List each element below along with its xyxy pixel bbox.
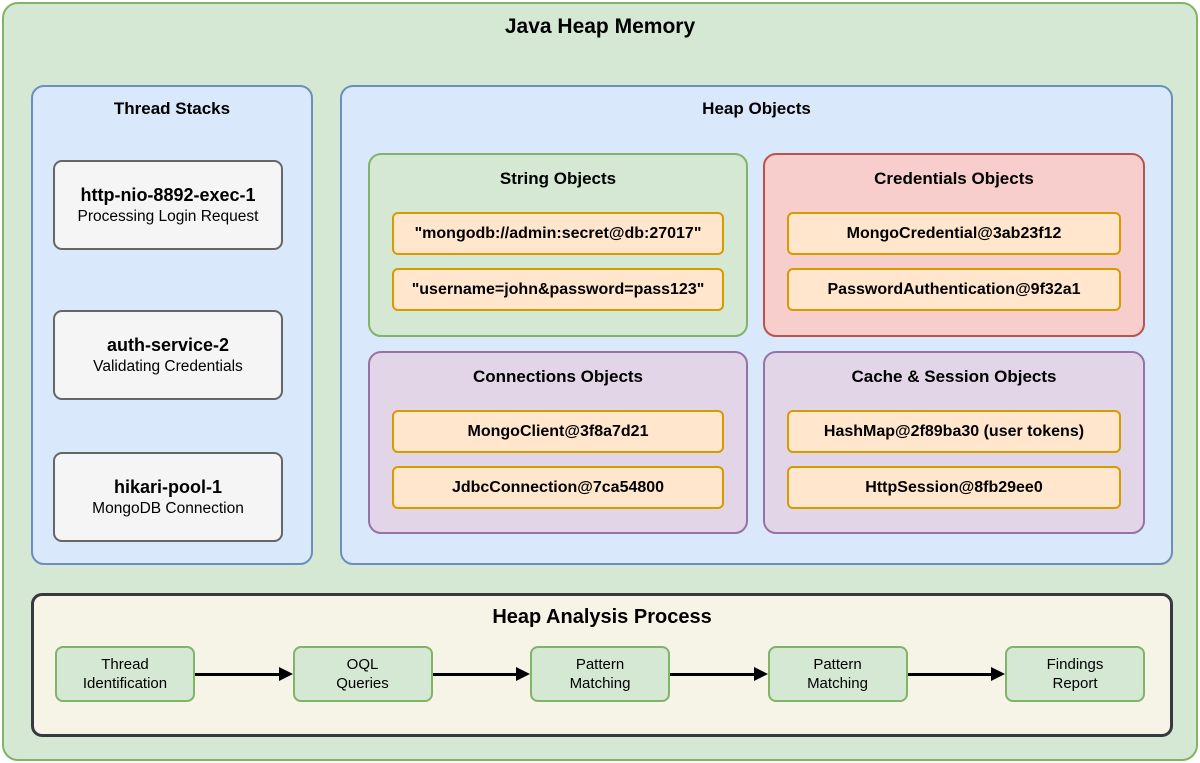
flow-arrow-icon (907, 646, 1005, 702)
step-label-line: OQL (346, 655, 379, 673)
thread-box-hikari-pool: hikari-pool-1 MongoDB Connection (53, 452, 283, 542)
cache-session-objects-group: Cache & Session Objects HashMap@2f89ba30… (763, 351, 1145, 534)
connections-objects-group: Connections Objects MongoClient@3f8a7d21… (368, 351, 748, 534)
thread-box-http-nio: http-nio-8892-exec-1 Processing Login Re… (53, 160, 283, 250)
heap-object-item: PasswordAuthentication@9f32a1 (787, 268, 1121, 311)
credentials-objects-title: Credentials Objects (874, 169, 1034, 188)
diagram-title: Java Heap Memory (504, 15, 696, 38)
step-label-line: Matching (807, 675, 868, 692)
heap-analysis-process-panel: Heap Analysis Process Thread Identificat… (31, 593, 1173, 737)
thread-activity: Processing Login Request (77, 207, 259, 225)
cache-session-objects-title: Cache & Session Objects (851, 367, 1057, 386)
step-label-line: Findings (1046, 655, 1104, 673)
step-findings-report: Findings Report (1005, 646, 1145, 702)
step-thread-identification: Thread Identification (55, 646, 195, 702)
credentials-objects-group: Credentials Objects MongoCredential@3ab2… (763, 153, 1145, 337)
flow-arrow-icon (195, 646, 293, 702)
heap-object-item: "username=john&password=pass123" (392, 268, 724, 311)
heap-object-item: "mongodb://admin:secret@db:27017" (392, 212, 724, 255)
string-objects-group: String Objects "mongodb://admin:secret@d… (368, 153, 748, 337)
connections-objects-title: Connections Objects (472, 367, 644, 386)
thread-name: hikari-pool-1 (113, 477, 222, 498)
heap-object-item: MongoCredential@3ab23f12 (787, 212, 1121, 255)
thread-activity: MongoDB Connection (92, 499, 244, 517)
process-steps-row: Thread Identification OQL Queries Patter… (55, 646, 1145, 702)
heap-object-item: MongoClient@3f8a7d21 (392, 410, 724, 453)
step-pattern-matching-1: Pattern Matching (530, 646, 670, 702)
heap-objects-panel: Heap Objects String Objects "mongodb://a… (340, 85, 1173, 565)
step-label-line: Identification (82, 675, 168, 692)
thread-stacks-panel: Thread Stacks http-nio-8892-exec-1 Proce… (31, 85, 313, 565)
flow-arrow-icon (670, 646, 768, 702)
thread-name: http-nio-8892-exec-1 (80, 185, 256, 206)
thread-stacks-title: Thread Stacks (113, 99, 231, 118)
step-label-line: Matching (569, 675, 631, 692)
step-oql-queries: OQL Queries (292, 646, 433, 702)
thread-box-auth-service: auth-service-2 Validating Credentials (53, 310, 283, 400)
step-label-line: Pattern (575, 655, 625, 673)
heap-object-item: JdbcConnection@7ca54800 (392, 466, 724, 509)
thread-activity: Validating Credentials (93, 357, 243, 375)
step-label-line: Pattern (813, 655, 862, 673)
string-objects-title: String Objects (499, 169, 617, 188)
step-pattern-matching-2: Pattern Matching (767, 646, 908, 702)
thread-name: auth-service-2 (106, 335, 230, 356)
heap-object-item: HashMap@2f89ba30 (user tokens) (787, 410, 1121, 453)
flow-arrow-icon (432, 646, 530, 702)
step-label-line: Report (1052, 675, 1098, 692)
step-label-line: Queries (336, 675, 389, 692)
heap-object-item: HttpSession@8fb29ee0 (787, 466, 1121, 509)
heap-analysis-process-title: Heap Analysis Process (492, 606, 712, 628)
step-label-line: Thread (101, 655, 149, 673)
heap-objects-title: Heap Objects (702, 99, 811, 118)
